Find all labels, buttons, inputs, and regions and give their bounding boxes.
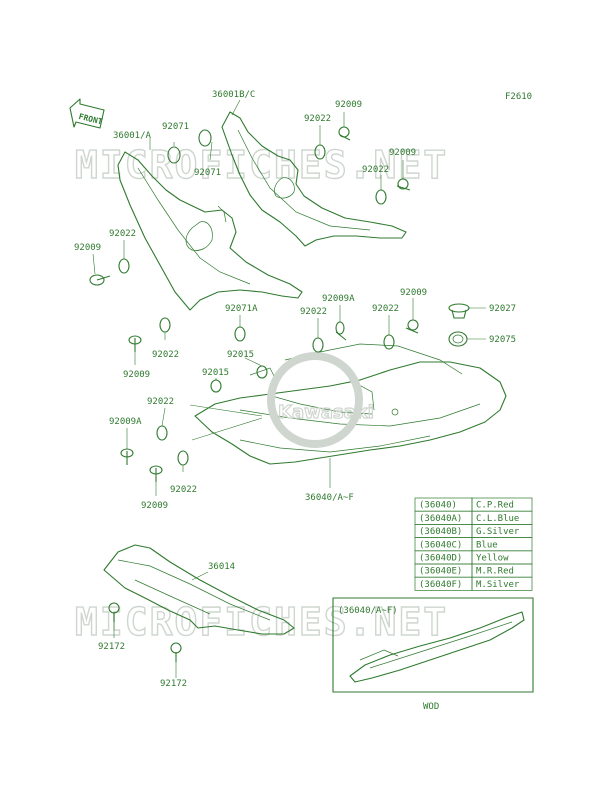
- leader-lines: [92, 99, 486, 678]
- color-table-code: (36040D): [419, 554, 462, 564]
- label-92022f: 92022: [152, 350, 179, 360]
- label-92022e: 92022: [300, 307, 327, 317]
- label-92071a: 92071: [162, 122, 189, 132]
- color-table-color: C.L.Blue: [476, 514, 519, 524]
- label-92009b: 92009: [389, 148, 416, 158]
- label-92015a: 92015: [227, 350, 254, 360]
- color-table-color: G.Silver: [476, 527, 520, 537]
- label-92009A-b: 92009A: [109, 417, 142, 427]
- bolt-icon: [89, 274, 111, 286]
- kawasaki-logo-text: Kawasaki: [278, 402, 374, 423]
- label-92075: 92075: [489, 335, 516, 345]
- watermark-bottom: MICROFICHES.NET: [75, 600, 448, 644]
- color-table-code: (36040E): [419, 567, 462, 577]
- label-92015b: 92015: [202, 368, 229, 378]
- label-36040af: 36040/A~F: [305, 493, 354, 503]
- color-table-color: C.P.Red: [476, 501, 514, 511]
- bolt-icon: [338, 126, 351, 141]
- label-92009A-a: 92009A: [322, 294, 355, 304]
- bolt-icon: [128, 335, 142, 352]
- side-cover-left: [117, 151, 303, 311]
- washer-icon: [118, 258, 130, 274]
- label-92022b: 92022: [362, 165, 389, 175]
- label-36001bc: 36001B/C: [212, 90, 255, 100]
- inset-label: (36040/A~F): [338, 606, 398, 616]
- fasteners: [89, 126, 470, 662]
- label-92022h: 92022: [170, 485, 197, 495]
- color-table-code: (36040): [419, 501, 457, 511]
- label-92009e: 92009: [123, 370, 150, 380]
- label-92009c: 92009: [74, 243, 101, 253]
- bolt-icon: [335, 321, 347, 341]
- side-cover-right: [221, 111, 407, 247]
- inset-box: (36040/A~F) WOD: [332, 597, 534, 712]
- figure-code: F2610: [505, 92, 532, 102]
- label-36001a: 36001/A: [113, 131, 152, 141]
- color-table-code: (36040A): [419, 514, 462, 524]
- seat-cowl: [194, 343, 507, 465]
- color-table-color-cell: [471, 576, 533, 591]
- label-92027: 92027: [489, 304, 516, 314]
- color-table-color: M.Silver: [476, 580, 520, 590]
- label-92009a: 92009: [335, 100, 362, 110]
- color-code-table: (36040) C.P.Red (36040A) C.L.Blue (36040B) G.…: [414, 497, 533, 591]
- bolt-icon: [170, 642, 182, 662]
- label-92022g: 92022: [147, 397, 174, 407]
- label-36014: 36014: [208, 562, 235, 572]
- kawasaki-logo: Kawasaki: [267, 352, 374, 448]
- label-92071A: 92071A: [225, 304, 258, 314]
- label-92022a: 92022: [304, 114, 331, 124]
- label-92009g: 92009: [141, 501, 168, 511]
- label-92172a: 92172: [98, 642, 125, 652]
- color-table-color: M.R.Red: [476, 567, 514, 577]
- bolt-icon: [405, 319, 419, 334]
- inset-caption: WOD: [423, 702, 439, 712]
- bolt-icon: [108, 602, 120, 622]
- watermark-top: MICROFICHES.NET: [75, 143, 448, 187]
- color-table-color: Yellow: [476, 554, 509, 564]
- part-labels: 36001/A 92071 92071 36001B/C 92009 92022…: [74, 90, 516, 689]
- under-cover: [103, 544, 295, 635]
- label-92172b: 92172: [160, 679, 187, 689]
- front-arrow-label: FRONT: [78, 112, 104, 127]
- color-table-color: Blue: [476, 540, 498, 550]
- label-92022d: 92022: [372, 304, 399, 314]
- color-table-code: (36040C): [419, 540, 462, 550]
- label-92009d: 92009: [400, 288, 427, 298]
- front-arrow-icon: FRONT: [69, 98, 105, 129]
- label-92071b: 92071: [194, 168, 221, 178]
- bolt-icon: [120, 448, 134, 465]
- color-table-code: (36040F): [419, 580, 462, 590]
- label-92022c: 92022: [109, 229, 136, 239]
- bolt-icon: [149, 465, 163, 482]
- color-table-code: (36040B): [419, 527, 462, 537]
